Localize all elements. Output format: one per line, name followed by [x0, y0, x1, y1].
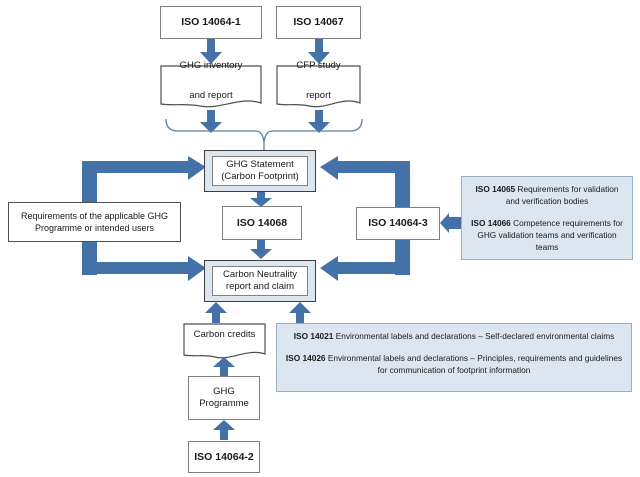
node-ghg-programme-text: GHG Programme	[199, 386, 249, 409]
node-requirements-note-line1: Requirements of the applicable GHG	[20, 210, 169, 221]
node-ghg-inventory-line2: and report	[189, 89, 233, 101]
node-carbon-neutrality-line1: Carbon Neutrality	[223, 269, 297, 281]
panel-labels-entry-1-code: ISO 14026	[285, 353, 326, 364]
document-shape-icon	[160, 65, 262, 108]
node-cfp-study-text: CFP study report	[276, 60, 361, 116]
node-carbon-credits: Carbon credits	[183, 323, 266, 361]
arrow-ghg-programme-to-carbon-credits	[213, 357, 235, 376]
panel-labels-entry-1-text: Environmental labels and declarations – …	[325, 353, 623, 376]
node-ghg-inventory: GHG inventory and report	[160, 60, 262, 110]
node-iso-14064-2: ISO 14064-2	[188, 441, 260, 473]
node-iso-14068: ISO 14068	[222, 206, 302, 240]
arrow-cfp-study-down	[308, 110, 330, 133]
arrow-verification-to-statement-and-claim	[320, 156, 410, 281]
node-requirements-note-line2: Programme or intended users	[34, 223, 155, 233]
node-carbon-neutrality-line2: report and claim	[225, 281, 295, 292]
panel-validation-verification: ISO 14065 Requirements for validation an…	[461, 176, 633, 260]
document-shape-icon	[183, 323, 266, 359]
node-carbon-neutrality: Carbon Neutrality report and claim	[212, 266, 308, 296]
node-ghg-statement-text: GHG Statement (Carbon Footprint)	[221, 159, 299, 183]
arrow-validation-panel-to-iso14064-3	[440, 213, 461, 233]
arrow-carbon-credits-to-carbon-neutrality	[205, 302, 227, 323]
node-iso-14067: ISO 14067	[276, 6, 361, 39]
node-ghg-programme: GHG Programme	[188, 376, 260, 420]
node-ghg-statement-line2: (Carbon Footprint)	[221, 171, 299, 182]
panel-validation-entry-1: ISO 14066 Competence requirements for GH…	[470, 217, 624, 253]
panel-labels-entry-0-text: Environmental labels and declarations – …	[333, 331, 615, 341]
node-carbon-credits-text: Carbon credits	[183, 329, 266, 355]
merge-brace	[165, 118, 363, 150]
node-carbon-neutrality-text: Carbon Neutrality report and claim	[223, 269, 297, 293]
arrow-statement-to-iso14068	[250, 192, 272, 207]
node-iso-14067-label: ISO 14067	[293, 16, 344, 29]
arrow-requirements-to-statement-and-claim	[82, 156, 206, 281]
arrow-iso14068-to-carbon-neutrality	[250, 240, 272, 259]
node-ghg-inventory-text: GHG inventory and report	[160, 60, 262, 116]
document-shape-icon	[276, 65, 361, 108]
arrow-iso14064-2-to-ghg-programme	[213, 420, 235, 440]
node-iso-14064-3: ISO 14064-3	[356, 207, 440, 240]
panel-labels-entry-1: ISO 14026 Environmental labels and decla…	[285, 352, 623, 376]
arrow-ghg-inventory-down	[200, 110, 222, 133]
panel-labels-entry-0: ISO 14021 Environmental labels and decla…	[285, 330, 623, 342]
panel-validation-entry-0-text: Requirements for validation and verifica…	[505, 184, 619, 207]
panel-validation-entry-0: ISO 14065 Requirements for validation an…	[470, 183, 624, 207]
node-carbon-neutrality-frame: Carbon Neutrality report and claim	[204, 260, 316, 302]
node-ghg-inventory-line1: GHG inventory	[179, 59, 243, 71]
node-cfp-study: CFP study report	[276, 60, 361, 110]
node-iso-14064-3-label: ISO 14064-3	[368, 217, 428, 230]
node-iso-14064-1-label: ISO 14064-1	[181, 16, 241, 29]
node-ghg-statement-frame: GHG Statement (Carbon Footprint)	[204, 150, 316, 192]
panel-labels-entry-0-code: ISO 14021	[293, 331, 334, 341]
node-iso-14064-2-label: ISO 14064-2	[194, 450, 254, 463]
panel-validation-entry-1-code: ISO 14066	[471, 218, 511, 229]
node-requirements-note-text: Requirements of the applicable GHG Progr…	[21, 210, 168, 234]
node-cfp-study-line2: report	[306, 89, 331, 101]
node-iso-14068-label: ISO 14068	[236, 216, 288, 229]
arrow-iso14064-1-to-ghg-inventory	[200, 39, 222, 64]
node-requirements-note: Requirements of the applicable GHG Progr…	[8, 202, 181, 242]
node-ghg-programme-line1: GHG	[213, 386, 235, 398]
arrow-iso14067-to-cfp-study	[308, 39, 330, 64]
node-ghg-statement: GHG Statement (Carbon Footprint)	[212, 156, 308, 186]
node-ghg-programme-line2: Programme	[199, 398, 249, 409]
panel-validation-entry-1-text: Competence requirements for GHG validati…	[477, 218, 623, 253]
arrow-labels-panel-to-carbon-neutrality	[289, 302, 311, 323]
node-iso-14064-1: ISO 14064-1	[160, 6, 262, 39]
node-cfp-study-line1: CFP study	[296, 59, 341, 71]
node-carbon-credits-label: Carbon credits	[193, 329, 256, 341]
node-ghg-statement-line1: GHG Statement	[226, 159, 294, 171]
panel-labels-declarations: ISO 14021 Environmental labels and decla…	[276, 323, 632, 392]
panel-validation-entry-0-code: ISO 14065	[475, 184, 516, 194]
